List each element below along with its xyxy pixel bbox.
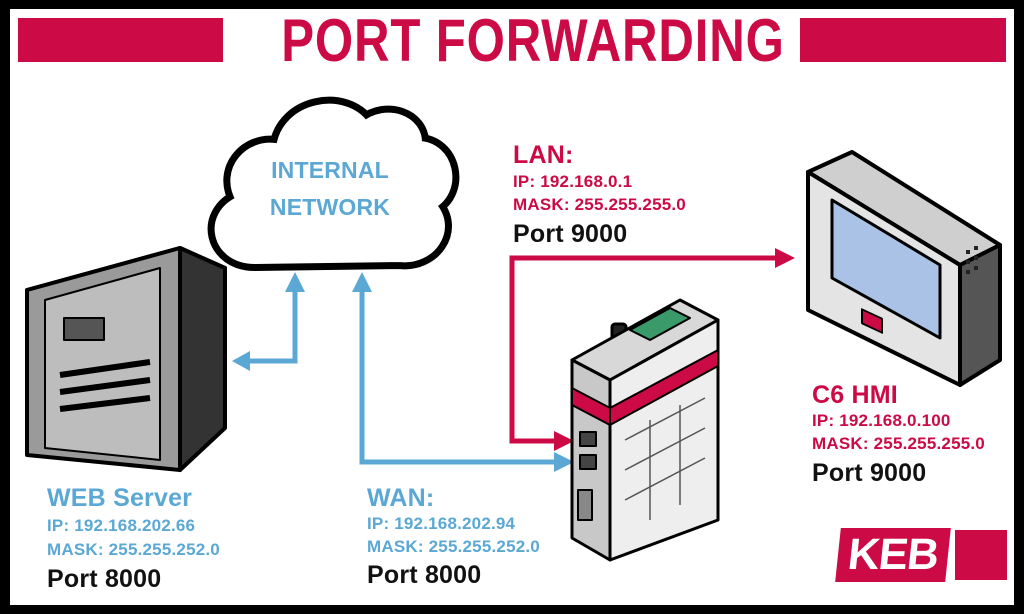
arrowhead-server bbox=[232, 351, 250, 371]
hmi-port: Port 9000 bbox=[812, 459, 927, 487]
lan-ip: IP: 192.168.0.1 bbox=[513, 172, 633, 191]
hmi-icon bbox=[806, 150, 1002, 387]
hmi-ip: IP: 192.168.0.100 bbox=[812, 411, 951, 430]
cloud-label-line2: NETWORK bbox=[269, 194, 391, 220]
keb-logo: KEB bbox=[835, 528, 951, 582]
arrowhead-cloud-left bbox=[285, 272, 305, 292]
wan-label: WAN: bbox=[367, 484, 435, 512]
cloud-label-line1: INTERNAL bbox=[271, 157, 389, 183]
lan-label: LAN: bbox=[513, 141, 574, 169]
wan-mask: MASK: 255.255.252.0 bbox=[367, 537, 540, 556]
arrowhead-wan bbox=[554, 452, 574, 472]
logo-stripe bbox=[955, 530, 1007, 580]
page-title: PORT FORWARDING bbox=[281, 7, 785, 74]
hmi-label: C6 HMI bbox=[812, 381, 898, 409]
arrowhead-lan bbox=[554, 431, 574, 451]
lan-mask: MASK: 255.255.255.0 bbox=[513, 195, 686, 214]
hmi-mask: MASK: 255.255.255.0 bbox=[812, 434, 985, 453]
cloud-router-link bbox=[359, 290, 555, 465]
web-server-ip: IP: 192.168.202.66 bbox=[47, 516, 196, 535]
web-server-port: Port 8000 bbox=[47, 565, 162, 593]
server-icon bbox=[25, 246, 227, 472]
arrowhead-hmi bbox=[775, 248, 795, 268]
cloud-icon bbox=[207, 96, 460, 271]
wan-ip: IP: 192.168.202.94 bbox=[367, 514, 516, 533]
router-icon bbox=[570, 298, 720, 562]
web-server-label: WEB Server bbox=[47, 484, 193, 512]
arrowhead-cloud-right bbox=[352, 272, 372, 292]
router-hmi-link bbox=[509, 255, 775, 444]
server-cloud-link bbox=[248, 290, 298, 364]
web-server-mask: MASK: 255.255.252.0 bbox=[47, 540, 220, 559]
title-bar-left bbox=[18, 18, 223, 62]
wan-port: Port 8000 bbox=[367, 561, 482, 589]
lan-port: Port 9000 bbox=[513, 220, 628, 248]
title-bar-right bbox=[800, 18, 1006, 62]
